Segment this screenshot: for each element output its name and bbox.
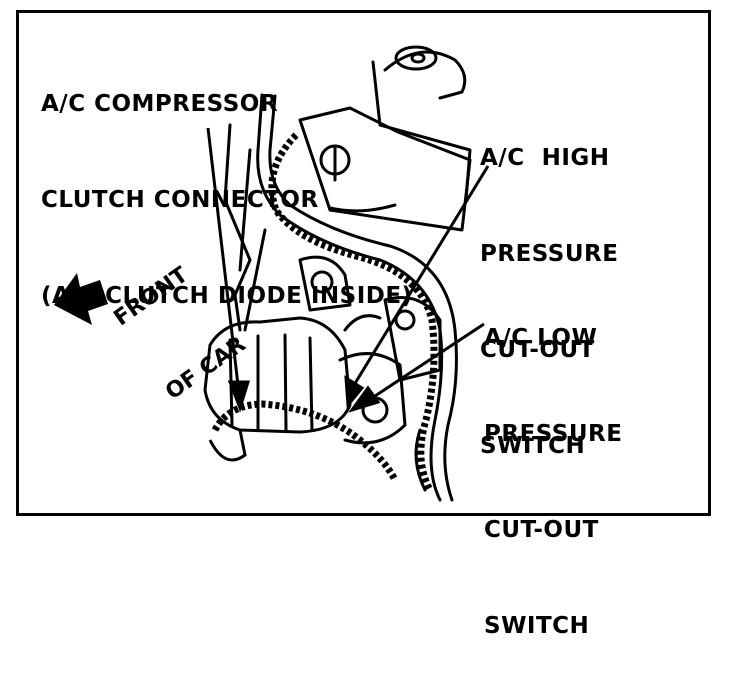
- label-line: SWITCH: [484, 613, 590, 639]
- label-line: PRESSURE: [480, 241, 619, 267]
- engine-illustration: [54, 45, 490, 502]
- low-pressure-switch-label: A/C LOW PRESSURE CUT-OUT SWITCH: [484, 258, 622, 674]
- label-line: PRESSURE: [484, 421, 623, 447]
- label-line: A/C COMPRESSOR: [41, 91, 279, 117]
- label-line: CUT-OUT: [484, 517, 599, 543]
- label-line: OF CAR: [161, 332, 251, 405]
- label-line: FRONT: [109, 262, 193, 332]
- label-line: CLUTCH CONNECTOR: [41, 187, 319, 213]
- label-line: A/C LOW: [484, 325, 598, 351]
- high-pressure-switch-label: A/C HIGH PRESSURE CUT-OUT SWITCH: [480, 78, 618, 494]
- diagram-frame: [16, 10, 711, 516]
- compressor-clutch-connector-label: A/C COMPRESSOR CLUTCH CONNECTOR (A/C CLU…: [41, 24, 413, 344]
- front-arrow-icon: [54, 273, 108, 325]
- label-line: CUT-OUT: [480, 337, 595, 363]
- label-line: SWITCH: [480, 433, 586, 459]
- label-line: (A/C CLUTCH DIODE INSIDE): [41, 283, 413, 309]
- label-line: A/C HIGH: [480, 145, 610, 171]
